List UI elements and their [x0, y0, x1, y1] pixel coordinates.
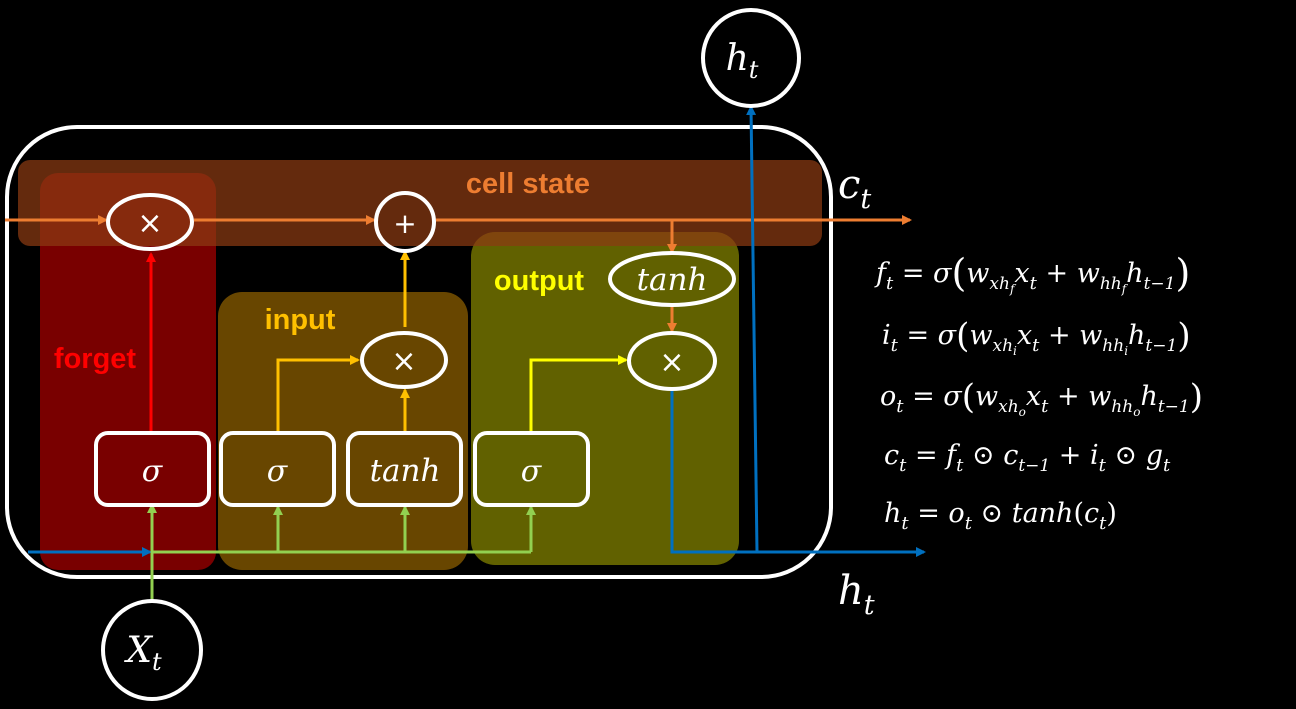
forget-multiply-node — [106, 193, 194, 251]
equation-cell: ct = ft ⊙ ct−1 + it ⊙ gt — [884, 440, 1171, 476]
output-multiply-node — [627, 331, 717, 391]
input-label: input — [265, 304, 336, 336]
equation-forget: ft = σ(wxhfxt + whhfht−1) — [874, 251, 1190, 296]
output-sigma-box — [473, 431, 590, 507]
input-sigma-to-mult-arrow — [276, 355, 360, 433]
equation-input: it = σ(wxhixt + whhiht−1) — [882, 316, 1191, 358]
equations: ft = σ(wxhfxt + whhfht−1) it = σ(wxhixt … — [874, 251, 1203, 534]
forget-region — [40, 173, 216, 570]
ht-top-node — [701, 8, 801, 108]
output-multiply-symbol: × — [659, 345, 684, 380]
ht-top-label: ht — [726, 38, 759, 84]
input-multiply-symbol: × — [391, 344, 416, 379]
cell-tanh-label: tanh — [637, 262, 708, 298]
hidden-up-arrow — [746, 105, 759, 553]
forget-sigma-label: σ — [142, 454, 164, 489]
input-sigma-label: σ — [267, 454, 289, 489]
lstm-cell-frame — [5, 125, 833, 579]
ct-output-label: ct — [838, 162, 871, 215]
forget-label: forget — [54, 343, 137, 375]
cell-state-band — [18, 160, 822, 246]
forget-sigma-box — [94, 431, 211, 507]
equation-output: ot = σ(wxhoxt + whhoht−1) — [880, 377, 1203, 419]
add-node — [374, 191, 436, 253]
output-sigma-label: σ — [521, 454, 543, 489]
input-multiply-node — [360, 331, 448, 389]
xt-label: Xt — [123, 630, 162, 676]
add-symbol: + — [393, 207, 416, 240]
hidden-out-arrow — [670, 390, 926, 557]
equation-hidden: ht = ot ⊙ tanh(ct) — [884, 498, 1117, 534]
cell-state-label: cell state — [466, 168, 590, 200]
ht-output-label: ht — [838, 568, 875, 621]
output-label: output — [494, 265, 585, 297]
cell-tanh-node — [608, 251, 736, 307]
xt-node — [101, 599, 203, 701]
candidate-tanh-box — [346, 431, 463, 507]
forget-multiply-symbol: × — [137, 206, 162, 241]
input-sigma-box — [219, 431, 336, 507]
candidate-tanh-label: tanh — [370, 453, 441, 489]
output-sigma-to-mult-arrow — [529, 355, 628, 433]
